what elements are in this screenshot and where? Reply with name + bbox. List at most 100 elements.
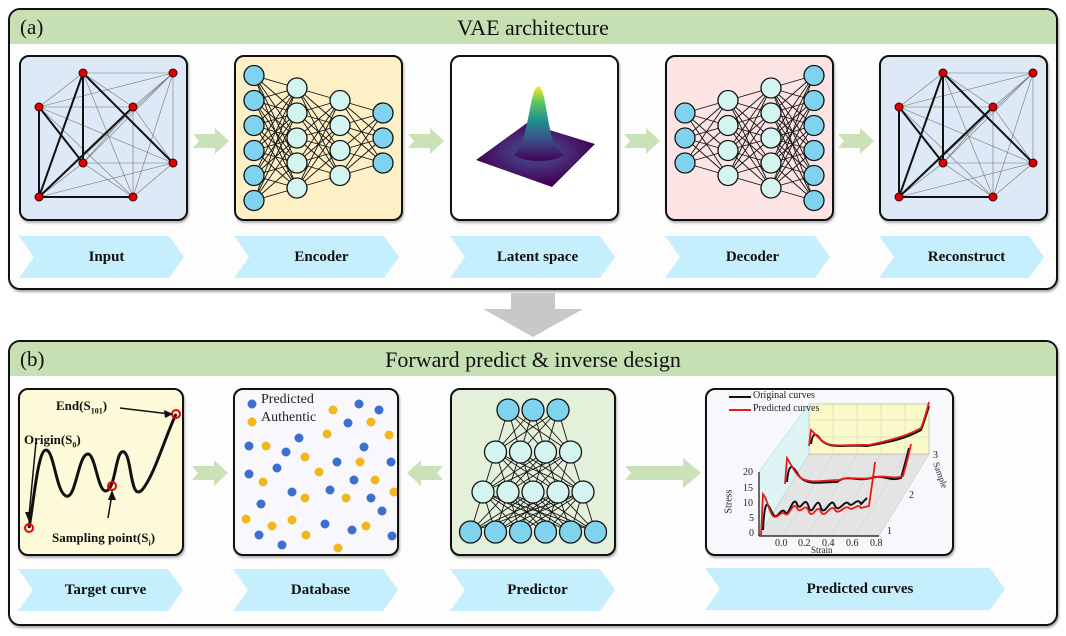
network-edge	[507, 451, 571, 493]
encoder-network-icon	[243, 64, 394, 212]
graph-edge	[132, 162, 174, 198]
predicted-point	[287, 487, 297, 497]
network-node	[286, 177, 308, 199]
arrow-right-icon	[838, 128, 874, 154]
network-edge	[495, 409, 559, 453]
network-node	[496, 480, 520, 504]
predicted-point	[332, 457, 342, 467]
authentic-point	[370, 475, 380, 485]
predicted-point	[294, 433, 304, 443]
z-tick: 1	[887, 526, 892, 537]
stage-label: Reconstruct	[927, 248, 1006, 265]
stage-chevron-target-curve: Target curve	[18, 569, 183, 611]
authentic-point	[314, 467, 324, 477]
predicted-point	[244, 441, 254, 451]
network-node	[483, 440, 508, 464]
graph-node	[34, 102, 44, 112]
stage-chevron-database: Database	[233, 569, 398, 611]
arrow-right-long-icon	[625, 458, 701, 488]
network-node	[471, 480, 495, 504]
y-tick: 10	[743, 498, 753, 509]
arrow-left-icon	[407, 460, 443, 486]
network-node	[243, 139, 265, 162]
predicted-point	[325, 485, 335, 495]
origin-label: Origin(S0)	[24, 432, 81, 450]
graph-edge	[942, 162, 994, 198]
authentic-point	[328, 405, 338, 415]
stage-label: Decoder	[725, 248, 780, 265]
x-tick: 0.0	[775, 538, 788, 549]
network-node	[329, 164, 351, 187]
y-axis-label: Stress	[723, 489, 735, 514]
decoder-network-icon	[674, 64, 825, 212]
graph-node	[988, 102, 998, 112]
network-node	[558, 440, 583, 464]
network-node	[803, 139, 825, 162]
predicted-point	[349, 475, 359, 485]
panel-header: (a) VAE architecture	[10, 10, 1056, 44]
predicted-point	[256, 499, 266, 509]
gaussian-surface-icon	[476, 86, 595, 187]
authentic-point	[322, 429, 332, 439]
graph-node	[128, 102, 138, 112]
network-node	[372, 127, 394, 149]
close-paren: )	[76, 432, 81, 447]
network-node	[286, 77, 308, 99]
graph-node	[128, 192, 138, 202]
authentic-point	[361, 521, 371, 531]
graph-edge	[38, 72, 84, 108]
graph-node	[78, 68, 88, 78]
stage-label: Input	[88, 248, 125, 265]
stage-chevron-encoder: Encoder	[234, 236, 399, 278]
authentic-point	[241, 514, 251, 524]
network-edge	[520, 491, 584, 533]
predicted-point	[343, 418, 353, 428]
network-edge	[482, 451, 546, 493]
stage-chevron-input: Input	[19, 236, 184, 278]
network-node	[329, 89, 351, 112]
stage-label: Predicted curves	[806, 580, 914, 597]
network-edge	[495, 491, 584, 533]
arrow-right-icon	[193, 128, 229, 154]
predicted-point	[320, 519, 330, 529]
network-node	[372, 152, 394, 174]
y-tick: 15	[743, 483, 753, 494]
network-node	[508, 440, 533, 464]
network-node	[803, 189, 825, 212]
network-node	[571, 480, 595, 504]
network-node	[372, 102, 394, 124]
stage-chevron-predictor: Predictor	[450, 569, 615, 611]
target-curve-box: End(S101) Origin(S0) Sampling point(Si)	[18, 388, 184, 556]
predictor-box	[450, 388, 616, 556]
predicted-point	[281, 447, 291, 457]
arrow-right-icon	[624, 128, 660, 154]
network-edge	[727, 87, 772, 176]
network-node	[717, 139, 739, 162]
network-node	[243, 164, 265, 187]
network-node	[329, 139, 351, 162]
network-edge	[770, 75, 815, 139]
graph-edge-strong	[38, 106, 134, 198]
network-node	[803, 164, 825, 187]
y-tick: 5	[749, 513, 754, 524]
authentic-point	[300, 493, 310, 503]
network-node	[717, 89, 739, 112]
graph-edge	[898, 72, 944, 108]
predicted-point	[244, 469, 254, 479]
graph-edge-strong	[38, 72, 84, 198]
stage-chevron-decoder: Decoder	[665, 236, 830, 278]
sampling-subscript: i	[148, 538, 151, 548]
network-node	[546, 480, 570, 504]
graph-edge	[132, 72, 174, 108]
graph-edge-strong	[898, 106, 994, 198]
network-edge	[470, 491, 559, 533]
panel-tag: (b)	[20, 347, 45, 371]
decoder-box	[665, 55, 834, 221]
predicted-point	[254, 530, 264, 540]
database-scatter	[241, 399, 397, 553]
graph-icon	[894, 68, 1038, 202]
database-box: Predicted Authentic	[233, 388, 399, 556]
predicted-curves-box: Original curves Predicted curves 20 15 1…	[705, 388, 954, 556]
stage-chevron-reconstruct: Reconstruct	[879, 236, 1044, 278]
graph-node	[988, 192, 998, 202]
